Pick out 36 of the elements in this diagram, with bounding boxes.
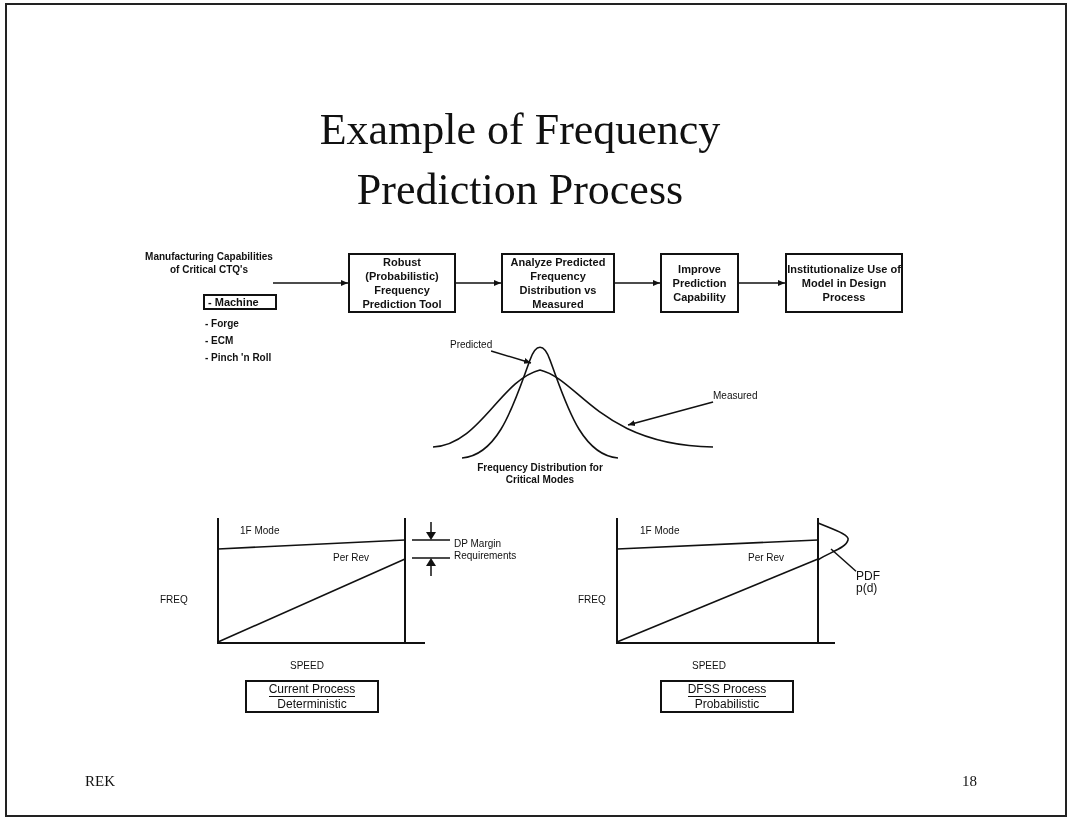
line-label: 1F Mode	[640, 525, 680, 537]
process-label-box: DFSS Process Probabilistic	[660, 680, 794, 713]
dimension-label: DP Margin Requirements	[454, 538, 518, 562]
method-text: - Pinch 'n Roll	[205, 352, 272, 364]
axis-label: FREQ	[160, 594, 188, 606]
process-label-box: Current Process Deterministic	[245, 680, 379, 713]
axis-label: SPEED	[290, 660, 324, 672]
axis-label: SPEED	[692, 660, 726, 672]
slide-title: Example of Frequency Prediction Process	[318, 104, 722, 216]
process-box: Improve Prediction Capability	[660, 253, 739, 313]
line-label: Per Rev	[748, 552, 785, 564]
axis-label: FREQ	[578, 594, 606, 606]
process-box: Analyze Predicted Frequency Distribution vs Measured	[501, 253, 615, 313]
pdf-label: PDF p(d)	[856, 570, 880, 594]
leader-line	[830, 548, 857, 573]
arrow	[490, 350, 532, 364]
capabilities-text: Manufacturing Capabilities of Critical CTQ's	[145, 250, 273, 276]
curve-label: Predicted	[450, 339, 493, 351]
curve-label: Measured	[713, 390, 758, 402]
chart-caption: Frequency Distribution for Critical Modes	[476, 462, 604, 486]
method-text: - ECM	[205, 335, 234, 347]
arrow	[272, 280, 349, 286]
pdf-curve	[817, 522, 849, 561]
process-box: Institutionalize Use of Model in Design Process	[785, 253, 903, 313]
page-number: 18	[962, 775, 977, 787]
process-box: Robust (Probabilistic) Frequency Prediction Tool	[348, 253, 456, 313]
measured-curve	[432, 369, 714, 448]
line-label: Per Rev	[333, 552, 370, 564]
arrow	[627, 401, 714, 427]
arrow	[738, 280, 786, 286]
method-box: - Machine	[203, 294, 277, 310]
arrow	[614, 280, 661, 286]
footer-text: REK	[85, 775, 115, 787]
line-label: 1F Mode	[240, 525, 280, 537]
predicted-curve	[461, 346, 619, 459]
arrow	[455, 280, 502, 286]
